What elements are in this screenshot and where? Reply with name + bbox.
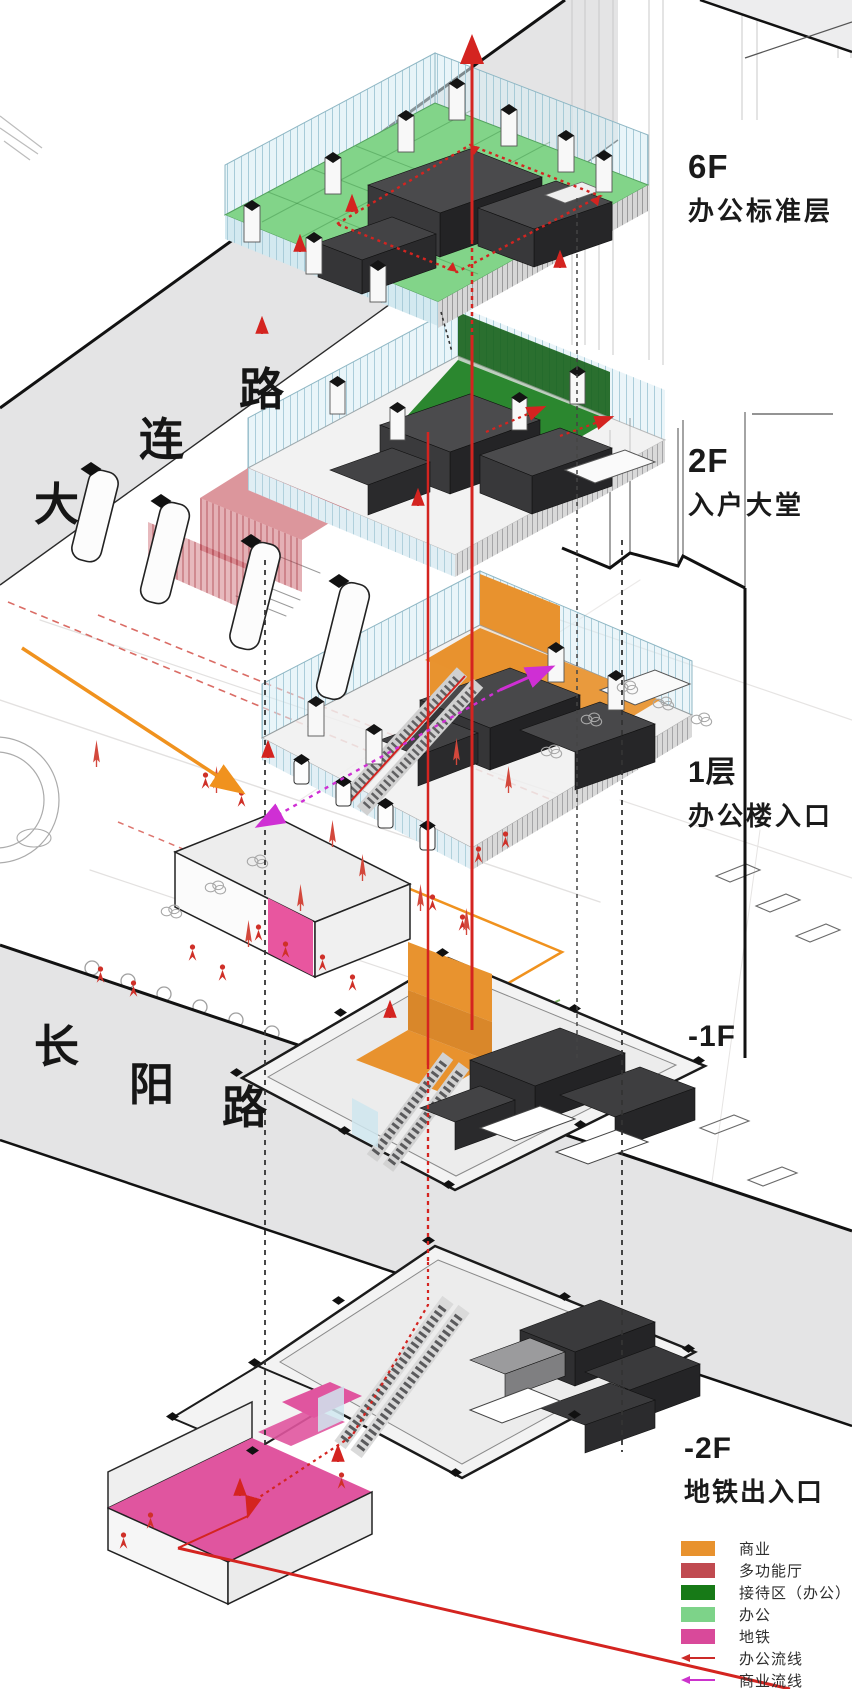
- floor-minus2: [107, 1236, 701, 1606]
- floor-number: 6F: [688, 148, 729, 185]
- road-char: 连: [139, 414, 185, 465]
- legend-arrow-icon: [681, 1676, 715, 1684]
- floor-label-6f: 6F 办公标准层: [688, 150, 833, 224]
- guide-lines: [264, 198, 623, 1452]
- legend-swatch: [681, 1628, 715, 1644]
- floor-minus1: [230, 942, 709, 1192]
- legend-label: 办公流线: [739, 1651, 804, 1668]
- metro-platform: [107, 1400, 373, 1606]
- legend-label: 接待区（办公）: [739, 1585, 852, 1602]
- floor-number: -1F: [688, 1020, 736, 1053]
- road-char: 阳: [129, 1059, 175, 1110]
- legend-swatch: [681, 1562, 715, 1578]
- metro-entrance-title: 地铁出入口: [684, 1477, 825, 1507]
- floor-number: -2F: [684, 1432, 732, 1465]
- canopy-fins: [71, 462, 371, 701]
- legend-swatch: [681, 1606, 715, 1622]
- legend-label: 商业: [739, 1541, 772, 1558]
- legend-swatch: [681, 1540, 715, 1556]
- floor-number: 1层: [688, 756, 737, 789]
- street-pavilion-box: [173, 813, 412, 979]
- floor-use: 办公标准层: [688, 196, 834, 226]
- floor-use: 办公楼入口: [688, 801, 834, 831]
- legend-item: 办公: [681, 1603, 851, 1625]
- floor-6: [223, 52, 650, 328]
- legend-item: 办公流线: [681, 1647, 851, 1669]
- legend-item: 地铁: [681, 1625, 851, 1647]
- floor-label-minus2: -2F 地铁出入口: [684, 1432, 825, 1507]
- columns-6f: [243, 78, 613, 303]
- floor-label-minus1: -1F: [688, 1022, 736, 1052]
- escalator-minus2: [318, 1295, 470, 1459]
- road-char: 路: [239, 364, 285, 415]
- legend-label: 办公: [739, 1607, 772, 1624]
- road-char: 大: [34, 479, 80, 530]
- road-char: 长: [34, 1021, 80, 1072]
- legend-item: 商业: [681, 1537, 851, 1559]
- commercial-entry-arrow: [21, 646, 246, 795]
- legend-arrow-icon: [681, 1654, 715, 1662]
- floor-2: [71, 305, 667, 701]
- legend-swatch: [681, 1584, 715, 1600]
- floor-1: [260, 570, 694, 870]
- legend-item: 商业流线: [681, 1669, 851, 1691]
- legend: 商业 多功能厅 接待区（办公） 办公 地铁 办公流线: [681, 1537, 851, 1691]
- office-flow-lines: [177, 34, 791, 1689]
- floor-use: 入户大堂: [688, 490, 805, 520]
- legend-item: 接待区（办公）: [681, 1581, 851, 1603]
- floor-label-2f: 2F 入户大堂: [688, 444, 804, 518]
- legend-label: 地铁: [739, 1629, 772, 1646]
- legend-item: 多功能厅: [681, 1559, 851, 1581]
- adjacent-building-backdrop: [561, 0, 852, 1058]
- legend-label: 商业流线: [739, 1673, 804, 1690]
- floor-label-1f: 1层 办公楼入口: [688, 756, 834, 831]
- road-char: 路: [222, 1082, 268, 1133]
- legend-label: 多功能厅: [739, 1563, 804, 1580]
- commercial-flow-line: [254, 665, 556, 828]
- floor-number: 2F: [688, 442, 729, 479]
